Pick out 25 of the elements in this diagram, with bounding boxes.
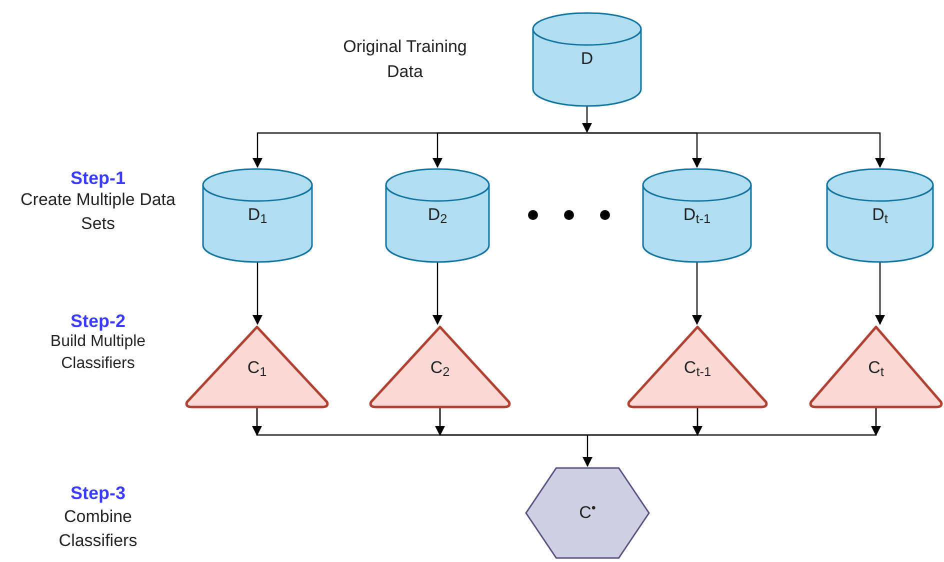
step-description: Combine Classifiers — [58, 506, 138, 552]
arrow — [582, 106, 592, 133]
arrow — [582, 435, 592, 467]
step-label: Step-2 — [69, 310, 126, 333]
arrow — [692, 262, 702, 325]
node-label: D — [580, 48, 594, 70]
row-label: Original Training Data — [342, 36, 468, 83]
node-label: D$_{t}$ — [872, 204, 888, 228]
node-label: C$_{t-1}$ — [684, 357, 712, 380]
arrow — [432, 132, 587, 168]
arrow — [432, 262, 442, 325]
node-label: C$^{•}$ — [579, 500, 596, 524]
node-label: D$_{t-1}$ — [683, 204, 711, 228]
node-label: C$_{1}$ — [247, 357, 267, 380]
node-label: D$_{2}$ — [428, 204, 448, 228]
step-label: Step-3 — [69, 482, 126, 505]
node-label: C$_{2}$ — [430, 357, 450, 380]
step-description: Create Multiple Data Sets — [20, 189, 176, 235]
step-description: Build Multiple Classifiers — [49, 332, 147, 374]
arrow — [875, 262, 885, 325]
arrow — [587, 132, 885, 168]
step-label: Step-1 — [69, 167, 126, 190]
node-label: D$_{1}$ — [248, 204, 268, 228]
arrow — [252, 262, 262, 325]
node-label: C$_{t}$ — [868, 357, 884, 380]
